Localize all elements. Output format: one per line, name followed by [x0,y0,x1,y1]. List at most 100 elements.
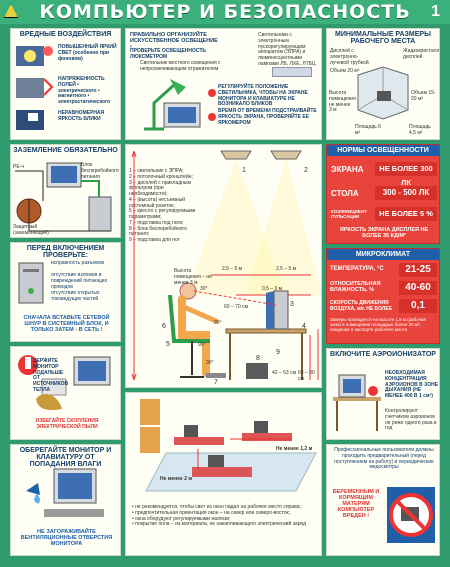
grounding-title: ЗАЗЕМЛЕНИЕ ОБЯЗАТЕЛЬНО [13,147,118,154]
dim-1: 2,5 – 5 м [222,266,243,272]
lighting-sub: ПРОВЕРЬТЕ ОСВЕЩЕННОСТЬ ЛЮКСМЕТРОМ [130,48,207,60]
moisture-panel: ОБЕРЕГАЙТЕ МОНИТОР И КЛАВИАТУРУ ОТ ПОПАД… [10,444,121,556]
room-layout-panel: Не менее 2 м Не менее 1,2 м • не рекомен… [125,392,322,556]
minsizes-a1: Площадь 6 м² [355,124,381,136]
workplace-diagram: 1 – светильник с ЭПРА; 2 – потолочный кр… [125,144,322,388]
norm-label-screen: ЭКРАНА [331,165,364,174]
ground-wire-label: Защитный (заземляющий) проводник [13,224,49,237]
lighting-panel: ПРАВИЛЬНО ОРГАНИЗУЙТЕ ИСКУССТВЕННОЕ ОСВЕ… [125,28,322,140]
temp-value: 21-25 [399,263,437,277]
dim-2: 2,5 – 5 м [276,266,297,272]
temp-label: ТЕМПЕРАТУРА, °С [330,266,384,272]
check-item-2: отсутствие изломов и повреждений питающи… [51,272,108,290]
ionizer-text-2: Контролируют счетчиком аэроионов не реже… [385,408,437,432]
minsizes-d1: Дисплей с электронно-лучевой трубкой [330,48,369,66]
ionizer-text-1: НЕОБХОДИМАЯ КОНЦЕНТРАЦИЯ АЭРОИОНОВ В ЗОН… [385,370,439,399]
microclimate-title: МИКРОКЛИМАТ [327,249,439,260]
num-8: 8 [256,355,260,362]
angle-4: 90° [206,360,214,366]
harmful-item-2: НАПРЯЖЕННОСТЬ ПОЛЕЙ • электрического • м… [14,75,119,105]
page-number: 1 [431,3,440,20]
dim-3: 0,5 – 3 м [262,286,283,292]
num-5: 5 [166,341,170,348]
diagram-legend: 1 – светильник с ЭПРА; 2 – потолочный кр… [129,168,196,243]
angle-3: 90° [198,342,206,348]
minsizes-panel: МИНИМАЛЬНЫЕ РАЗМЕРЫ РАБОЧЕГО МЕСТА Диспл… [326,28,440,140]
page-title: КОМПЬЮТЕР И БЕЗОПАСНОСТЬ [39,1,411,23]
harmful-panel: ВРЕДНЫЕ ВОЗДЕЙСТВИЯ ПОВЫШЕННЫЙ ЯРКИЙ СВЕ… [10,28,121,140]
height-2: 68 – 80 см [298,370,315,382]
moisture-title: ОБЕРЕГАЙТЕ МОНИТОР И КЛАВИАТУРУ ОТ ПОПАД… [19,447,112,468]
heat-source-drawing [18,355,111,410]
num-2: 2 [304,167,308,174]
height-1: 42 – 53 см [272,370,297,376]
grounding-panel: ЗАЗЕМЛЕНИЕ ОБЯЗАТЕЛЬНО Блок бесперебойно… [10,144,121,238]
lamp-note: Светильники с электронным пускорегулирую… [258,32,316,67]
angle-2: 90° [214,320,222,326]
lighting-tip-2: ВРЕМЯ ОТ ВРЕМЕНИ ПОДСТРАИВАЙТЕ ЯРКОСТЬ Э… [218,108,317,126]
minsizes-v1: Объем 20 м³ [330,68,360,74]
height-label: Высота помещения – не менее 3 м [174,268,212,286]
grounding-diagram [15,162,112,232]
desk-lamp-icon [144,79,201,131]
medical-panel: Профессиональные пользователи должны про… [326,444,440,556]
distance-min-1-2m: Не менее 1,2 м [276,446,313,452]
humidity-label: ОТНОСИТЕЛЬНАЯ ВЛАЖНОСТЬ, % [330,281,381,293]
num-9: 9 [276,349,280,356]
ups-label: Блок бесперебойного питания [81,162,119,180]
room-rules: • не рекомендуется, чтобы свет из окон п… [132,504,307,528]
hazard-icon [4,4,18,18]
heat-panel: ДЕРЖИТЕ МОНИТОР ПОДАЛЬШЕ ОТ ИСТОЧНИКОВ Т… [10,346,121,440]
angle-1: 30° [200,286,208,292]
no-computer-sign-icon [387,487,435,543]
medical-text: Профессиональные пользователи должны про… [334,447,434,471]
ionizer-panel: ВКЛЮЧИТЕ АЭРОИОНИЗАТОР НЕОБХОДИМАЯ КОНЦЕ… [326,348,440,440]
lighting-tip-1: РЕГУЛИРУЙТЕ ПОЛОЖЕНИЕ СВЕТИЛЬНИКА, ЧТОБЫ… [218,84,308,108]
harmful-item-1: ПОВЫШЕННЫЙ ЯРКИЙ СВЕТ (особенно при фоно… [14,43,119,71]
minsizes-a2: Площадь 4,5 м² [409,124,431,136]
moisture-foot: НЕ ЗАГОРАЖИВАЙТЕ ВЕНТИЛЯЦИОННЫЕ ОТВЕРСТИ… [20,529,113,547]
ionizer-title: ВКЛЮЧИТЕ АЭРОИОНИЗАТОР [330,351,436,358]
room-icon [357,66,409,120]
check-panel: ПЕРЕД ВКЛЮЧЕНИЕМ ПРОВЕРЬТЕ: исправность … [10,242,121,342]
microclimate-note: Замеры проводятся на высоте 1,5 м (рабоч… [330,317,426,332]
harmful-item-3: НЕРАВНОМЕРНАЯ ЯРКОСТЬ БЛИКИ [14,107,119,135]
num-7: 7 [214,379,218,386]
norm-value-pulse: НЕ БОЛЕЕ 5 % [375,207,437,221]
num-6: 6 [162,323,166,330]
dust-warning: ИЗБЕГАЙТЕ СКОПЛЕНИЯ ЭЛЕКТРИЧЕСКОЙ ПЫЛИ [35,418,99,430]
norms-foot: ЯРКОСТЬ ЭКРАНА ДИСПЛЕЯ НЕ БОЛЕЕ 35 КД/М² [339,227,429,239]
ionizer-drawing [333,374,381,431]
air-speed-label: СКОРОСТЬ ДВИЖЕНИЯ ВОЗДУХА, м/с НЕ БОЛЕЕ [330,300,393,312]
room-drawing [140,399,317,492]
norm-label-desk: СТОЛА [331,189,359,198]
system-unit-icon [18,262,44,304]
minsizes-height: Высота помещения не менее 3 м [329,90,356,114]
bright-light-icon [16,46,53,66]
bullet-icon [208,113,216,121]
distance-min-2m: Не менее 2 м [160,476,193,482]
norms-panel: НОРМЫ ОСВЕЩЕННОСТИ ЭКРАНА НЕ БОЛЕЕ 300 Л… [326,144,440,244]
air-speed-value: 0,1 [399,299,437,313]
norm-value-desk: 300 - 500 ЛК [375,186,437,200]
title-bar: КОМПЬЮТЕР И БЕЗОПАСНОСТЬ 1 [0,0,450,24]
minsizes-d2: Жидкокристаллический дисплей [403,48,440,60]
moisture-drawing [26,468,104,517]
microclimate-panel: МИКРОКЛИМАТ ТЕМПЕРАТУРА, °С 21-25 ОТНОСИ… [326,248,440,344]
check-item-1: исправность разъемов [51,260,105,266]
norms-title: НОРМЫ ОСВЕЩЕННОСТИ [327,145,439,156]
check-foot: СНАЧАЛА ВСТАВЬТЕ СЕТЕВОЙ ШНУР В СИСТЕМНЫ… [23,315,110,333]
humidity-value: 40-60 [399,281,437,295]
check-title: ПЕРЕД ВКЛЮЧЕНИЕМ ПРОВЕРЬТЕ: [26,245,105,259]
harmful-title: ВРЕДНЫЕ ВОЗДЕЙСТВИЯ [19,31,112,38]
glare-icon [16,110,44,130]
num-1: 1 [242,167,246,174]
check-item-3: отсутствие открытых токоведущих частей [51,290,100,302]
local-lamp-note: Светильник местного освещения с непросве… [140,60,221,72]
minsizes-v2: Объем 15-20 м³ [411,90,436,102]
heat-warning: ДЕРЖИТЕ МОНИТОР ПОДАЛЬШЕ ОТ ИСТОЧНИКОВ Т… [33,358,69,393]
norm-label-pulse: КОЭФФИЦИЕНТ ПУЛЬСАЦИИ [331,209,367,219]
ceiling-lamp-icon [272,67,312,77]
pregnant-warning: БЕРЕМЕННЫМ И КОРМЯЩИМ МАТЕРЯМ КОМПЬЮТЕР … [332,489,380,519]
view-distance: 60 – 70 см [224,304,249,310]
